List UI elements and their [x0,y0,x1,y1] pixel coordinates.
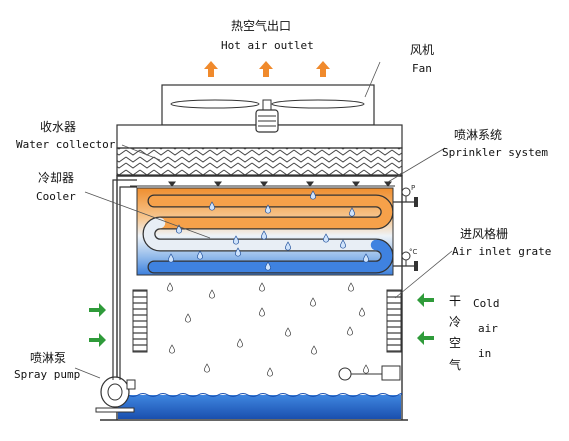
hot-air-arrow-icon [259,61,273,77]
cooler-en: Cooler [36,190,76,203]
spray-pump-icon [95,376,136,413]
water-collector-en: Water collector [16,138,116,151]
hot-air-outlet-cn: 热空气出口 [231,18,291,33]
water-collector [116,147,403,176]
hot-air-arrow-icon [204,61,218,77]
cold-air-arrows-right [417,293,434,345]
spray-pump-cn: 喷淋泵 [30,351,66,365]
spray-pump-en: Spray pump [14,368,80,381]
arrow-left-icon [417,331,434,345]
gauge-p-label: P [411,184,415,192]
sprinkler-nozzles [130,181,395,187]
fan-icon [170,99,365,133]
cold-air-cn-4: 气 [449,357,461,372]
water-collector-cn: 收水器 [40,120,76,134]
water-basin [100,393,408,421]
cold-air-cn-2: 冷 [449,315,461,329]
air-inlet-grate-en: Air inlet grate [452,245,551,258]
cold-air-arrows-left [89,303,106,347]
pressure-gauge-icon: P [393,184,418,207]
float-valve-icon [338,365,401,381]
hot-air-outlet-en: Hot air outlet [221,39,314,52]
arrow-right-icon [89,303,106,317]
spray-pipe [112,179,137,378]
cooler-cn: 冷却器 [38,171,74,185]
fan-en: Fan [412,62,432,75]
text-labels: 热空气出口 Hot air outlet 风机 Fan 收水器 Water co… [14,18,551,381]
cold-air-cn-3: 空 [449,336,461,350]
leader-lines [74,61,453,379]
fan-cn: 风机 [410,43,434,57]
cold-air-en-3: in [478,347,491,360]
cooler-coil-tubes [142,194,394,274]
sprinkler-system-cn: 喷淋系统 [454,128,502,142]
hot-air-arrows [204,61,330,77]
falling-droplets [167,282,369,377]
air-inlet-grille-right [386,289,402,353]
thermometer-icon: °C [393,248,418,271]
cold-air-en-2: air [478,322,498,335]
gauge-t-label: °C [409,248,418,256]
cold-air-en-1: Cold [473,297,500,310]
air-inlet-grate-cn: 进风格栅 [460,226,508,241]
sprinkler-system-en: Sprinkler system [442,146,548,159]
cold-air-cn-1: 干 [449,294,461,308]
air-inlet-grille-left [132,289,148,353]
arrow-left-icon [417,293,434,307]
arrow-right-icon [89,333,106,347]
hot-air-arrow-icon [316,61,330,77]
